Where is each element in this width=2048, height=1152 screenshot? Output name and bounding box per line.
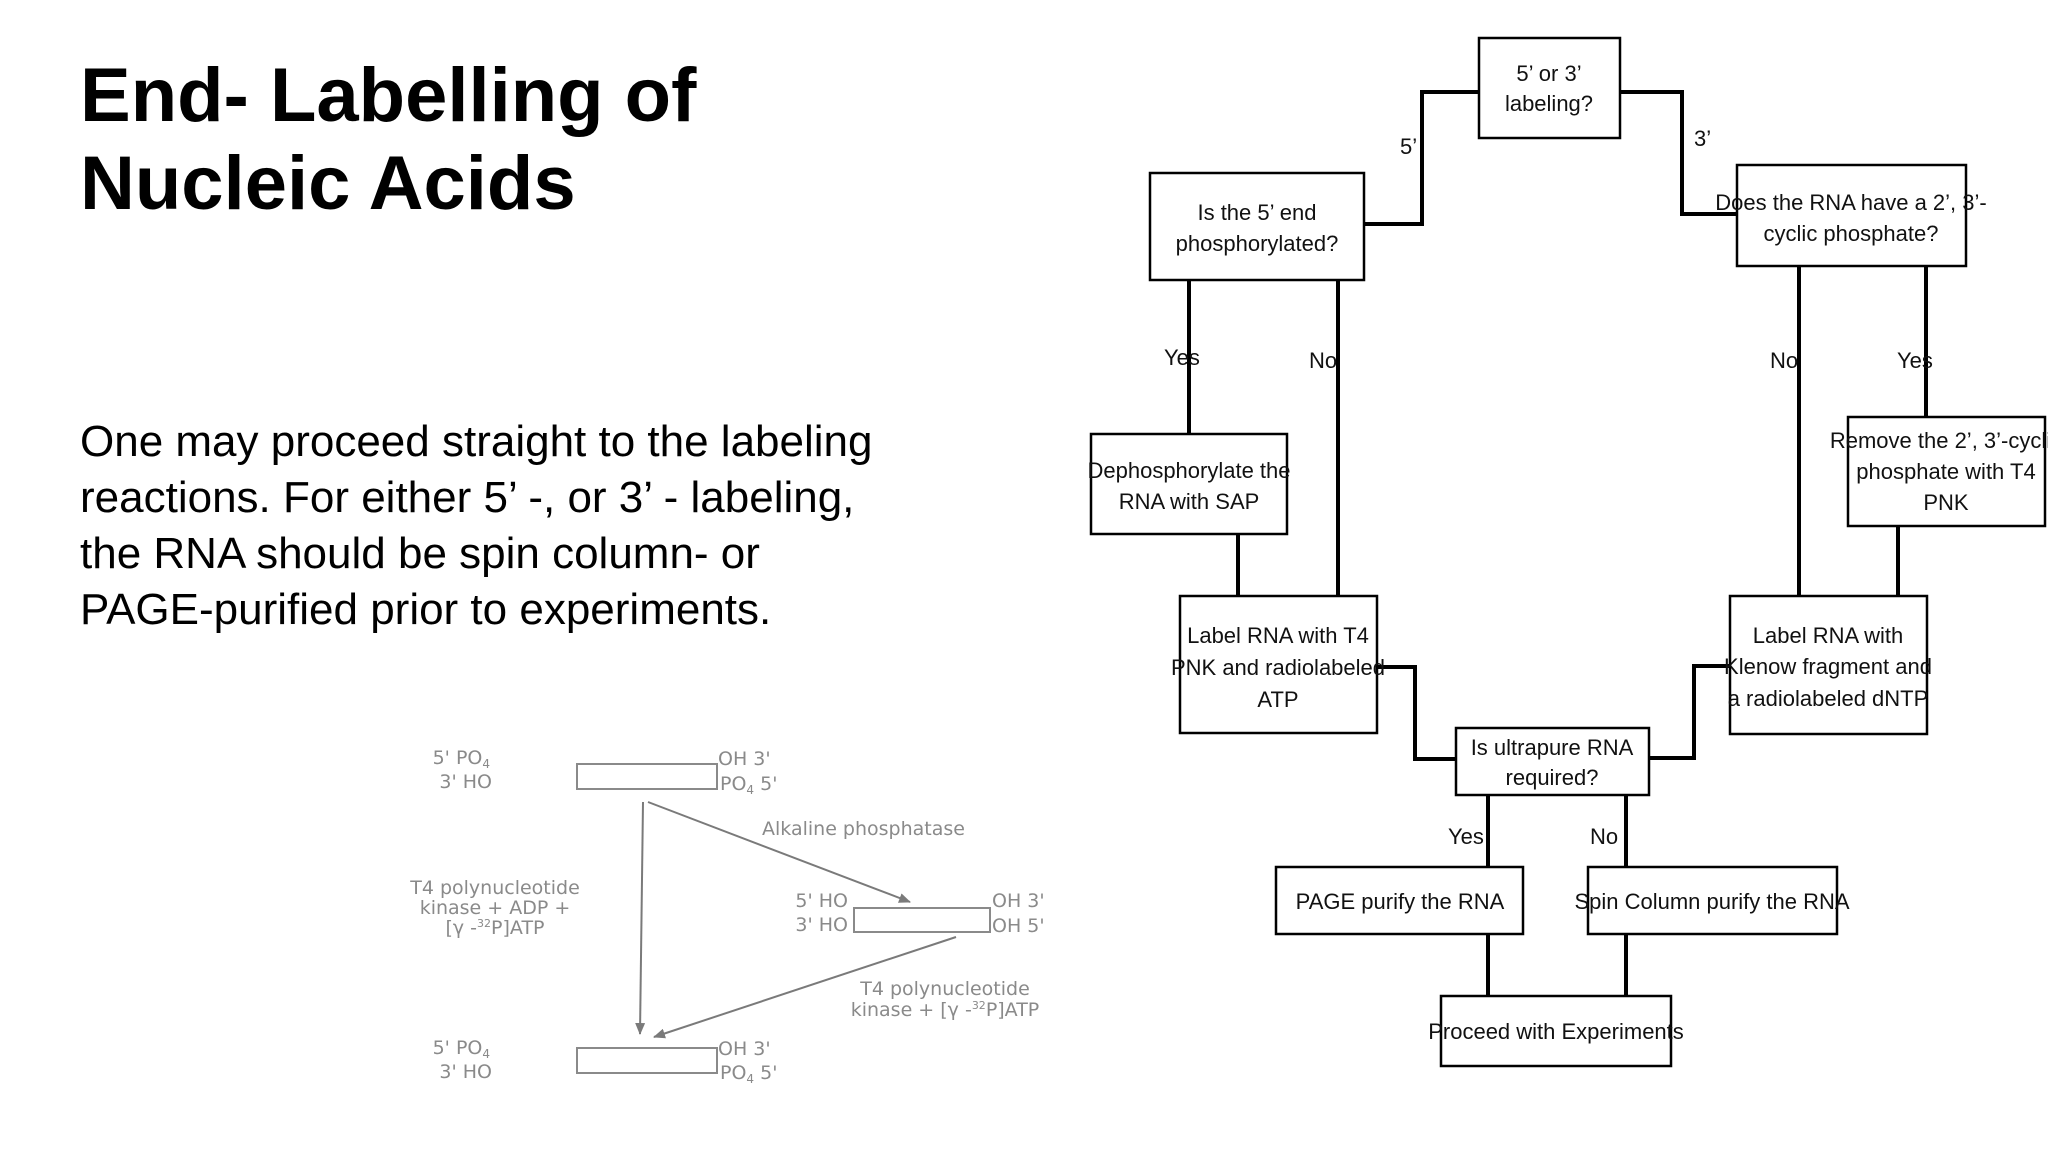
- edge-label-ultra-no: No: [1590, 824, 1618, 849]
- node-ultra-line2: required?: [1506, 765, 1599, 790]
- node-label5-line2: PNK and radiolabeled: [1171, 655, 1385, 680]
- node-page-label: PAGE purify the RNA: [1296, 889, 1505, 914]
- mid-3prime-label: 3' HO: [795, 914, 848, 936]
- edge-label-q5-yes: Yes: [1164, 345, 1200, 370]
- edge-label-5prime: 5’: [1400, 134, 1417, 159]
- node-proceed-box: [1439, 994, 1673, 1068]
- connector-start-to-q3: [1620, 90, 1737, 216]
- slide-title: End- Labelling of Nucleic Acids: [80, 52, 980, 228]
- connector-start-to-q5: [1364, 90, 1479, 226]
- t4-kinase-right-line2: kinase + [γ -32P]ATP: [851, 999, 1040, 1021]
- t4-kinase-left-line2: kinase + ADP +: [420, 897, 571, 919]
- top-molecule-box: [576, 763, 718, 790]
- node-dephos-line1: Dephosphorylate the: [1087, 458, 1290, 483]
- t4-kinase-left-line3: [γ -32P]ATP: [445, 917, 544, 939]
- slide-body-text: One may proceed straight to the labeling…: [80, 417, 873, 634]
- bot-oh3-label: OH 3': [718, 1038, 771, 1060]
- node-start-line1: 5’ or 3’: [1516, 61, 1581, 86]
- mid-oh3-label: OH 3': [992, 890, 1045, 912]
- top-3prime-label: 3' HO: [439, 771, 492, 793]
- node-label5-line3: ATP: [1257, 687, 1298, 712]
- edge-label-3prime: 3’: [1694, 126, 1711, 151]
- node-dephos-line2: RNA with SAP: [1119, 489, 1260, 514]
- node-page-box: [1274, 865, 1525, 936]
- top-po5-label: PO4 5': [720, 773, 777, 797]
- mid-molecule-box: [853, 907, 991, 933]
- node-label5-box: [1178, 594, 1379, 735]
- t4-kinase-right-line1: T4 polynucleotide: [859, 978, 1030, 1000]
- node-label5-line1: Label RNA with T4: [1187, 623, 1369, 648]
- flowchart-connectors: [1187, 90, 1928, 996]
- bot-molecule-box: [576, 1047, 718, 1074]
- node-q5-line2: phosphorylated?: [1176, 231, 1339, 256]
- node-remove-line3: PNK: [1923, 490, 1969, 515]
- arrow-t4-right: [653, 936, 957, 1039]
- arrow-alkaline: [647, 801, 911, 903]
- alkaline-phosphatase-label: Alkaline phosphatase: [762, 818, 965, 840]
- node-label3-line2: Klenow fragment and: [1724, 654, 1932, 679]
- top-5prime-label: 5' PO4: [433, 747, 490, 771]
- top-oh3-label: OH 3': [718, 748, 771, 770]
- bot-5prime-label: 5' PO4: [433, 1037, 490, 1061]
- bot-po5-label: PO4 5': [720, 1062, 777, 1086]
- node-q3-line1: Does the RNA have a 2’, 3’-: [1715, 190, 1986, 215]
- mid-oh5-label: OH 5': [992, 915, 1045, 937]
- edge-label-q5-no: No: [1309, 348, 1337, 373]
- node-q5-box: [1148, 171, 1366, 282]
- reaction-diagram: 5' PO4 3' HO OH 3' PO4 5' Alkaline phosp…: [409, 747, 1045, 1086]
- title-line-2: Nucleic Acids: [80, 141, 576, 226]
- connector-label3-to-ultra: [1649, 664, 1730, 760]
- node-q3-line2: cyclic phosphate?: [1764, 221, 1939, 246]
- node-ultra-box: [1454, 726, 1651, 797]
- edge-label-ultra-yes: Yes: [1448, 824, 1484, 849]
- edge-label-q3-yes: Yes: [1897, 348, 1933, 373]
- node-label3-line3: a radiolabeled dNTP: [1728, 686, 1929, 711]
- node-label3-box: [1728, 594, 1929, 736]
- node-spin-label: Spin Column purify the RNA: [1574, 889, 1849, 914]
- node-start-box: [1477, 36, 1622, 140]
- node-ultra-line1: Is ultrapure RNA: [1471, 735, 1634, 760]
- node-label3-line1: Label RNA with: [1753, 623, 1903, 648]
- t4-kinase-left-line1: T4 polynucleotide: [409, 877, 580, 899]
- node-start-line2: labeling?: [1505, 91, 1593, 116]
- node-proceed-label: Proceed with Experiments: [1428, 1019, 1684, 1044]
- mid-5prime-label: 5' HO: [795, 890, 848, 912]
- node-dephos-box: [1089, 432, 1289, 536]
- node-q5-line1: Is the 5’ end: [1197, 200, 1316, 225]
- node-remove-line2: phosphate with T4: [1856, 459, 2035, 484]
- node-q3-box: [1735, 163, 1968, 268]
- node-remove-box: [1846, 415, 2047, 528]
- node-remove-line1: Remove the 2’, 3’-cyclic: [1830, 428, 2048, 453]
- edge-label-q3-no: No: [1770, 348, 1798, 373]
- connector-label5-to-ultra: [1377, 665, 1456, 761]
- bot-3prime-label: 3' HO: [439, 1061, 492, 1083]
- flowchart: 5’ or 3’ labeling? Is the 5’ end phospho…: [1087, 36, 2048, 1068]
- arrow-t4-left: [635, 801, 646, 1035]
- node-spin-box: [1586, 865, 1839, 936]
- title-line-1: End- Labelling of: [80, 53, 697, 138]
